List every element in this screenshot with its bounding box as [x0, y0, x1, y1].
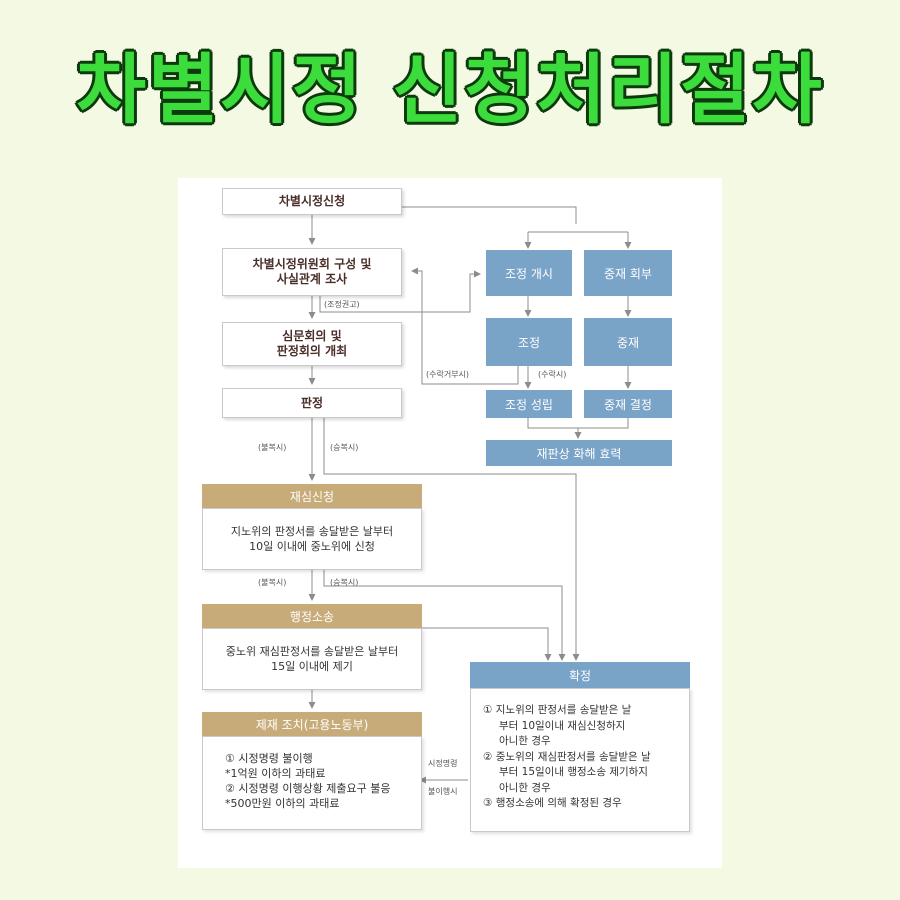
label-order: 시정명령 [428, 759, 458, 768]
final-line-2: 부터 10일이내 재심신청하지 [499, 719, 626, 732]
label-noncompliance: 불이행시 [428, 787, 458, 796]
final-line-7: ③ 행정소송에 의해 확정된 경우 [483, 797, 622, 809]
line-merge [527, 418, 629, 429]
label-dissatisfied: (불복시) [258, 443, 287, 452]
arbitration-refer-label: 중재 회부 [604, 266, 652, 281]
line-apply-branch [402, 206, 577, 224]
review-header: 재심신청 [202, 484, 422, 508]
arbitration-refer-box: 중재 회부 [584, 250, 672, 296]
final-body: ① 지노위의 판정서를 송달받은 날 부터 10일이내 재심신청하지 아니한 경… [470, 688, 690, 832]
arbitration-label: 중재 [616, 335, 640, 350]
investigation-box: 차별시정위원회 구성 및 사실관계 조사 [222, 248, 402, 296]
sanction-body: ① 시정명령 불이행 *1억원 이하의 과태료 ② 시정명령 이행상황 제출요구… [202, 736, 422, 830]
label-satisfied-2: (승복시) [330, 578, 359, 587]
page-title: 차별시정 신청처리절차 [76, 45, 824, 134]
label-dissatisfied-2: (불복시) [258, 578, 287, 587]
decision-label: 판정 [300, 395, 324, 410]
label-satisfied: (승복시) [330, 443, 359, 452]
arrow-lawsuit-final [404, 627, 552, 661]
mediation-start-label: 조정 개시 [505, 266, 553, 281]
label-mediation-advice: (조정권고) [324, 300, 360, 309]
sanction-line-2: *1억원 이하의 과태료 [225, 767, 326, 780]
sanction-line-4: *500만원 이하의 과태료 [225, 797, 340, 810]
lawsuit-title: 행정소송 [289, 609, 335, 624]
label-refuse: (수락거부시) [426, 370, 470, 379]
sanction-line-1: ① 시정명령 불이행 [225, 752, 313, 765]
arbitration-decided-box: 중재 결정 [584, 390, 672, 418]
sanction-line-3: ② 시정명령 이행상황 제출요구 불응 [225, 782, 391, 795]
review-line-2: 10일 이내에 중노위에 신청 [249, 540, 375, 553]
settlement-effect-box: 재판상 화해 효력 [486, 440, 672, 466]
investigation-line-1: 차별시정위원회 구성 및 [252, 257, 372, 271]
final-line-4: ② 중노위의 재심판정서를 송달받은 날 [483, 750, 651, 763]
flowchart-panel: 차별시정신청 차별시정위원회 구성 및 사실관계 조사 심문회의 및 판정회의 … [178, 178, 722, 868]
hearing-line-2: 판정회의 개최 [276, 344, 348, 358]
hearing-box: 심문회의 및 판정회의 개최 [222, 322, 402, 366]
final-header: 확정 [470, 662, 690, 688]
arrow-refuse-back [411, 267, 519, 385]
final-line-1: ① 지노위의 판정서를 송달받은 날 [483, 704, 632, 716]
flow-connectors [308, 206, 632, 784]
lawsuit-header: 행정소송 [202, 604, 422, 628]
arrow-satisfied-final [323, 418, 580, 661]
decision-box: 판정 [222, 388, 402, 418]
hearing-line-1: 심문회의 및 [282, 329, 342, 343]
final-title: 확정 [568, 668, 592, 683]
sanction-title: 제재 조치(고용노동부) [255, 717, 369, 732]
lawsuit-body: 중노위 재심판정서를 송달받은 날부터 15일 이내에 제기 [202, 628, 422, 690]
arbitration-box: 중재 [584, 318, 672, 366]
final-line-5: 부터 15일이내 행정소송 제기하지 [499, 766, 648, 778]
lawsuit-line-1: 중노위 재심판정서를 송달받은 날부터 [225, 645, 399, 658]
review-body: 지노위의 판정서를 송달받은 날부터 10일 이내에 중노위에 신청 [202, 508, 422, 570]
review-title: 재심신청 [289, 489, 335, 504]
arbitration-decided-label: 중재 결정 [604, 397, 652, 412]
arrow-satisfied2-final [323, 570, 566, 661]
label-accept: (수락시) [538, 370, 567, 379]
final-line-6: 아니한 경우 [499, 781, 551, 794]
mediation-box: 조정 [486, 318, 572, 366]
review-line-1: 지노위의 판정서를 송달받은 날부터 [230, 525, 394, 538]
lawsuit-line-2: 15일 이내에 제기 [271, 660, 353, 673]
arrow-mediation-advice [319, 270, 481, 313]
mediation-done-box: 조정 성립 [486, 390, 572, 418]
apply-box: 차별시정신청 [222, 188, 402, 215]
sanction-header: 제재 조치(고용노동부) [202, 712, 422, 736]
mediation-done-label: 조정 성립 [505, 397, 553, 412]
mediation-label: 조정 [517, 335, 541, 350]
investigation-line-2: 사실관계 조사 [276, 272, 348, 286]
mediation-start-box: 조정 개시 [486, 250, 572, 296]
apply-label: 차별시정신청 [278, 194, 346, 208]
final-line-3: 아니한 경우 [499, 735, 551, 747]
settlement-effect-label: 재판상 화해 효력 [536, 446, 622, 461]
